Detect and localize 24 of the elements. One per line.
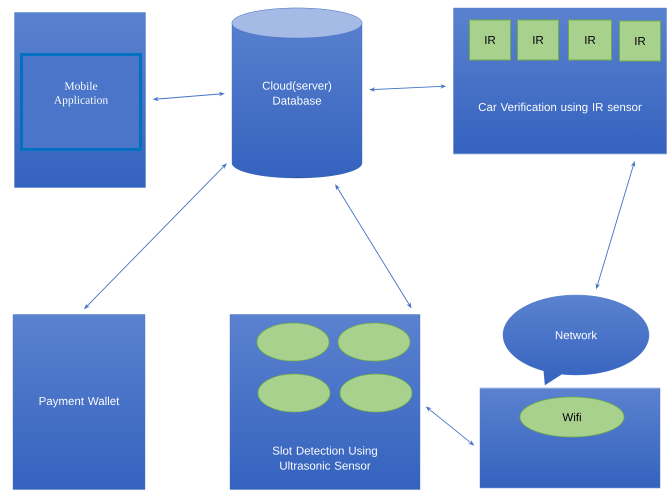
database-cylinder (232, 8, 362, 178)
label: IR (585, 36, 596, 44)
sensor-box (619, 20, 661, 62)
slot-ellipse (256, 322, 330, 362)
sensor-box (469, 20, 511, 60)
screen-box (20, 53, 142, 151)
label: Car Verification using IR sensor (478, 102, 642, 114)
sensor-box (568, 20, 612, 60)
slot-ellipse (258, 374, 330, 412)
label: IR (533, 36, 544, 44)
speech-bubble (502, 294, 650, 386)
label: IR (635, 37, 646, 45)
label: Network (556, 330, 598, 340)
label: Payment Wallet (40, 396, 120, 408)
label: Wifi (562, 412, 581, 422)
slot-ellipse (340, 374, 412, 412)
wifi-ellipse (520, 396, 624, 438)
sensor-box (517, 20, 559, 60)
label: Slot Detection Using Ultrasonic Sensor (272, 446, 377, 470)
label: Mobile Application (54, 82, 108, 106)
label: Cloud(server) Database (262, 81, 332, 105)
slot-ellipse (338, 322, 410, 362)
process-box (12, 314, 146, 490)
label: IR (485, 36, 496, 44)
